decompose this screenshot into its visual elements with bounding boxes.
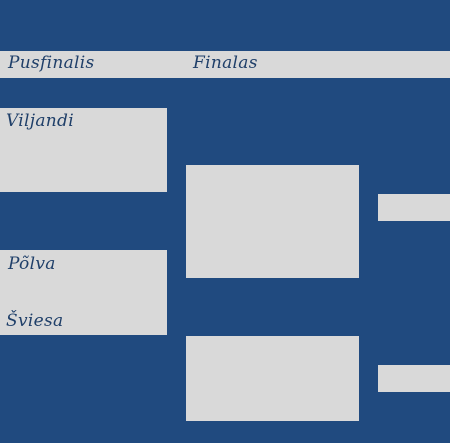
semifinal-1-team-1: Viljandi: [6, 111, 74, 131]
semifinal-match-1[interactable]: [0, 108, 167, 192]
final-column-header: Finalas: [193, 53, 258, 73]
result-slot-2[interactable]: [378, 365, 450, 392]
semifinal-2-team-1: Põlva: [8, 254, 56, 274]
final-match-1[interactable]: [186, 165, 359, 278]
semifinal-match-2[interactable]: [0, 250, 167, 335]
result-slot-1[interactable]: [378, 194, 450, 221]
semifinal-column-header: Pusfinalis: [8, 53, 95, 73]
semifinal-2-team-2: Šviesa: [6, 311, 64, 331]
final-match-2[interactable]: [186, 336, 359, 421]
bracket-header: [0, 51, 450, 78]
